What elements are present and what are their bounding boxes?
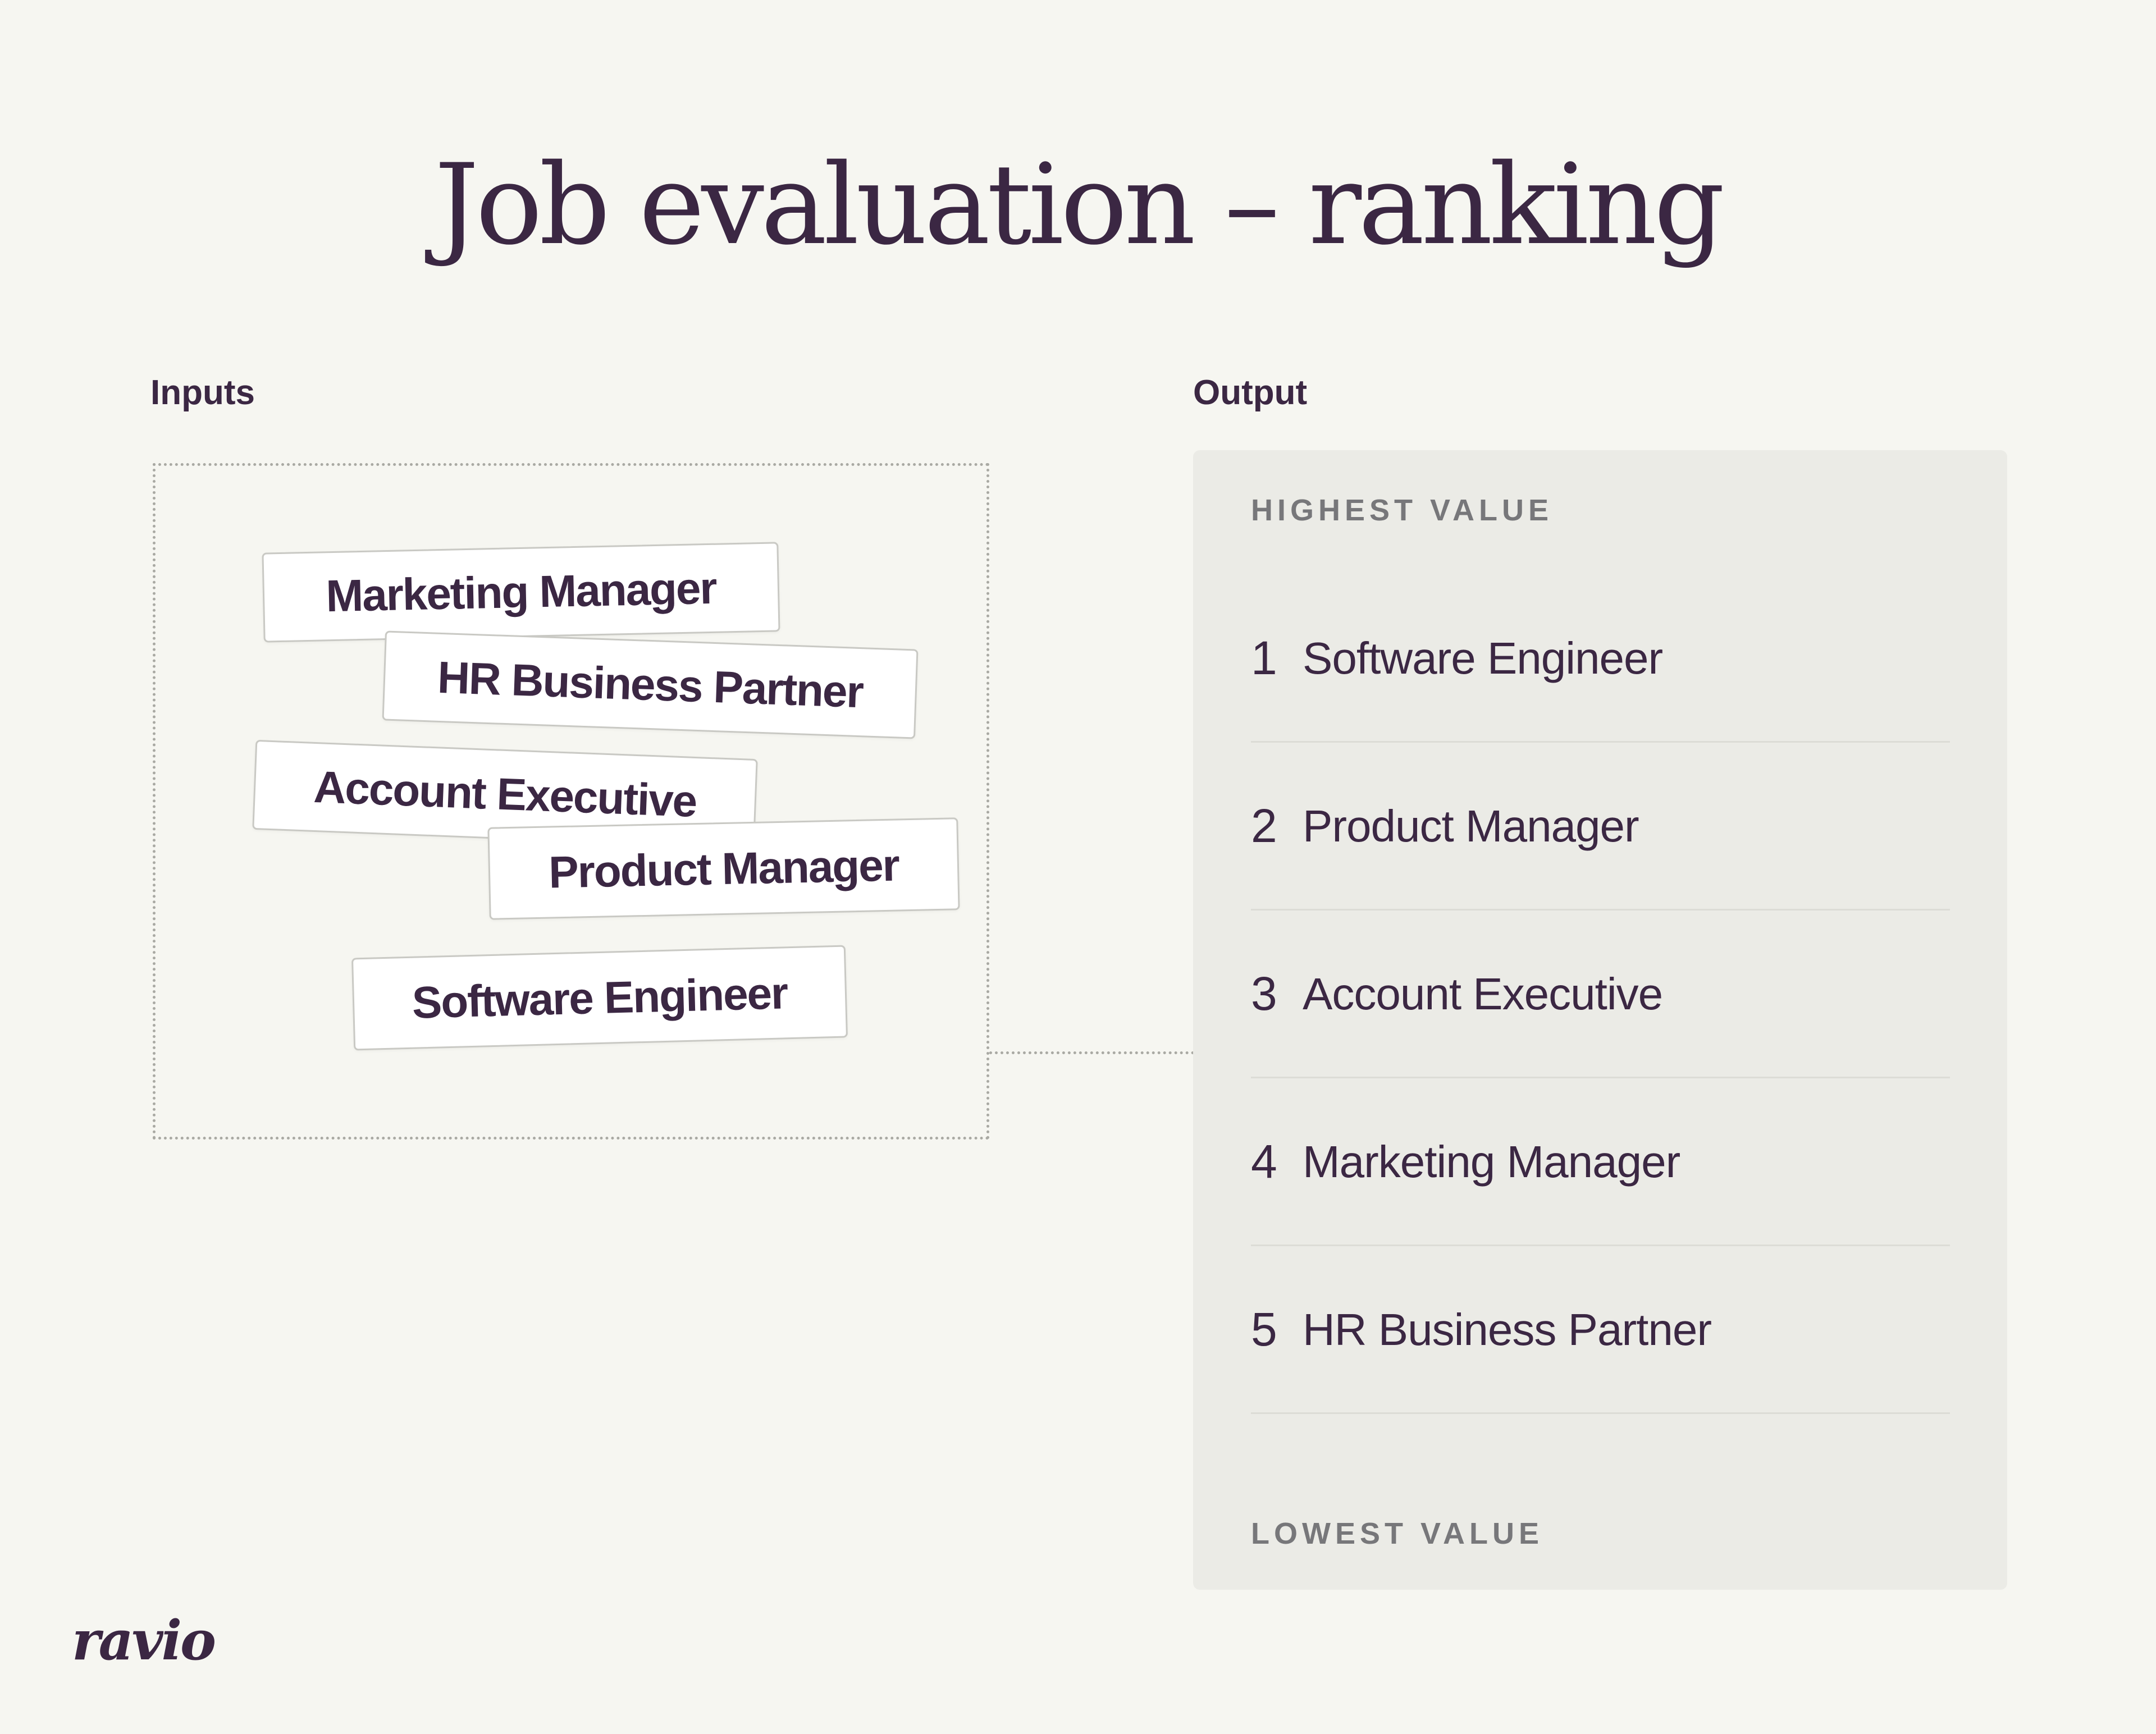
- rank-item: 2 Product Manager: [1251, 743, 1950, 911]
- input-chip-software-engineer: Software Engineer: [351, 945, 848, 1051]
- ravio-logo: ravio: [72, 1609, 216, 1672]
- rank-item: 4 Marketing Manager: [1251, 1079, 1950, 1246]
- rank-name: Product Manager: [1303, 800, 1639, 851]
- rank-item: 1 Software Engineer: [1251, 575, 1950, 743]
- inputs-box: [153, 463, 989, 1140]
- input-chip-product-manager: Product Manager: [487, 817, 960, 920]
- rank-number: 3: [1251, 967, 1277, 1020]
- inputs-label: Inputs: [150, 373, 255, 412]
- rank-name: Software Engineer: [1303, 633, 1663, 683]
- connector-line: [989, 1051, 1194, 1054]
- output-panel: HIGHEST VALUE LOWEST VALUE: [1193, 450, 2007, 1590]
- highest-value-label: HIGHEST VALUE: [1251, 493, 1554, 527]
- lowest-value-label: LOWEST VALUE: [1251, 1517, 1543, 1550]
- rank-number: 5: [1251, 1303, 1277, 1356]
- rank-name: Marketing Manager: [1303, 1136, 1680, 1187]
- page-title: Job evaluation – ranking: [434, 140, 1725, 269]
- rank-item: 3 Account Executive: [1251, 911, 1950, 1078]
- rank-number: 1: [1251, 632, 1277, 684]
- rank-name: HR Business Partner: [1303, 1304, 1712, 1355]
- input-chip-hr-business-partner: HR Business Partner: [382, 630, 919, 739]
- input-chip-marketing-manager: Marketing Manager: [262, 542, 780, 643]
- output-label: Output: [1193, 373, 1308, 412]
- rank-number: 2: [1251, 799, 1277, 852]
- rank-item: 5 HR Business Partner: [1251, 1247, 1950, 1414]
- rank-name: Account Executive: [1303, 968, 1663, 1019]
- rank-number: 4: [1251, 1135, 1277, 1188]
